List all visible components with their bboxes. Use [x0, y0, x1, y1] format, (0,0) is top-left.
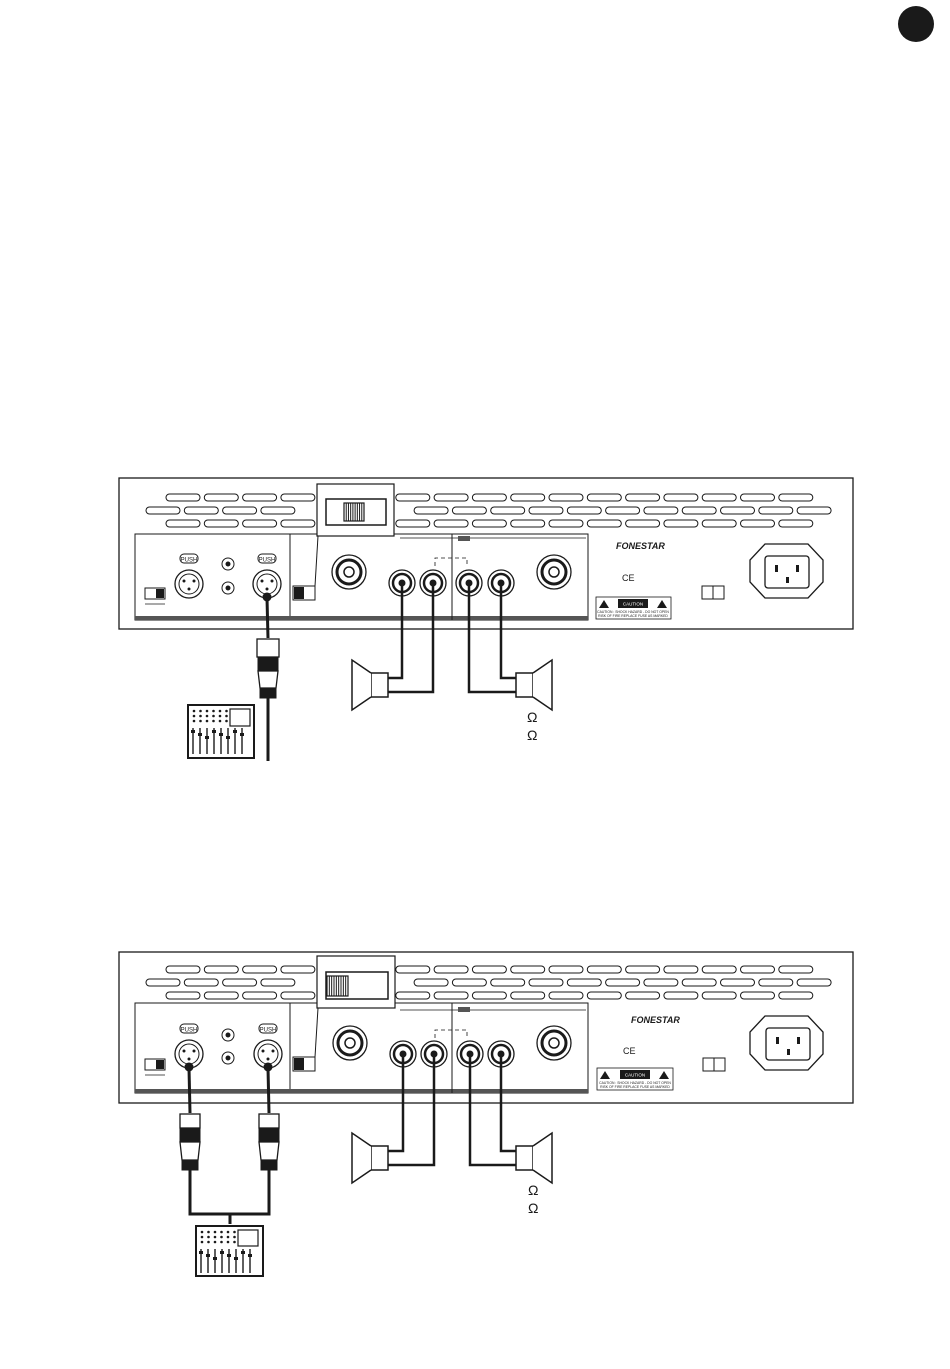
mixer-knob-icon — [225, 710, 228, 713]
mixer-knob-icon — [207, 1236, 210, 1239]
mixer-fader-icon — [199, 1251, 203, 1254]
mixer-knob-icon — [214, 1236, 217, 1239]
speaker-left-icon — [352, 660, 388, 710]
speakon-output-ch1 — [332, 555, 366, 589]
mixer-fader-icon — [212, 730, 216, 733]
connection-diagram-1: PUSH PUSH FONESTAR CE CAUTION — [0, 476, 950, 766]
caution-label: CAUTION CAUTION : SHOCK HAZARD - DO NOT … — [597, 1068, 673, 1090]
mixer-knob-icon — [220, 1231, 223, 1234]
mixer-knob-icon — [227, 1236, 230, 1239]
speaker-left-icon — [352, 1133, 388, 1183]
mixer-knob-icon — [233, 1236, 236, 1239]
speakon-output-ch2 — [537, 1026, 571, 1060]
speakon-output-ch2 — [537, 555, 571, 589]
mixer-knob-icon — [220, 1236, 223, 1239]
mixer-knob-icon — [212, 715, 215, 718]
mixer-knob-icon — [233, 1241, 236, 1244]
panel-bottom-bar — [135, 616, 588, 620]
speaker-right-icon — [516, 660, 552, 710]
mixer-knob-icon — [201, 1236, 204, 1239]
mixer-console-icon — [196, 1226, 263, 1276]
page-marker-dot — [898, 6, 934, 42]
svg-text:CAUTION: CAUTION — [623, 602, 643, 607]
mixer-fader-icon — [227, 1254, 231, 1257]
mixer-knob-icon — [233, 1231, 236, 1234]
panel-bottom-bar — [135, 1089, 588, 1093]
mixer-fader-icon — [205, 736, 209, 739]
svg-text:PUSH: PUSH — [260, 1028, 277, 1034]
mixer-fader-icon — [240, 733, 244, 736]
mixer-fader-icon — [248, 1254, 252, 1257]
connection-diagram-2: PUSH PUSH FONESTAR CE CAUTION CAUTION : — [0, 950, 950, 1280]
mixer-fader-icon — [234, 1257, 238, 1260]
power-switch — [702, 586, 724, 599]
mixer-knob-icon — [220, 1241, 223, 1244]
mixer-knob-icon — [199, 710, 202, 713]
speaker-right-icon — [516, 1133, 552, 1183]
mixer-console-icon — [188, 705, 254, 758]
iec-power-inlet — [750, 1016, 823, 1070]
mixer-knob-icon — [227, 1241, 230, 1244]
mixer-knob-icon — [193, 720, 196, 723]
svg-text:PUSH: PUSH — [181, 558, 198, 564]
ce-mark: CE — [622, 573, 635, 583]
mixer-knob-icon — [206, 710, 209, 713]
svg-text:CAUTION: CAUTION — [625, 1073, 645, 1078]
mixer-fader-icon — [219, 733, 223, 736]
mixer-knob-icon — [207, 1241, 210, 1244]
mixer-knob-icon — [227, 1231, 230, 1234]
iec-power-inlet — [750, 544, 823, 598]
mixer-fader-icon — [213, 1257, 217, 1260]
mixer-knob-icon — [214, 1231, 217, 1234]
mixer-knob-icon — [193, 715, 196, 718]
mixer-knob-icon — [225, 720, 228, 723]
mixer-fader-icon — [241, 1251, 245, 1254]
mixer-fader-icon — [206, 1254, 210, 1257]
mixer-knob-icon — [225, 715, 228, 718]
mixer-knob-icon — [206, 720, 209, 723]
mixer-knob-icon — [219, 715, 222, 718]
impedance-symbol-2: Ω — [528, 1200, 538, 1216]
power-switch — [703, 1058, 725, 1071]
mixer-knob-icon — [201, 1231, 204, 1234]
mixer-knob-icon — [199, 720, 202, 723]
brand-logo: FONESTAR — [631, 1015, 680, 1025]
svg-text:RISK OF FIRE REPLACE FUSE AS M: RISK OF FIRE REPLACE FUSE AS MARKED — [598, 614, 668, 618]
brand-logo: FONESTAR — [616, 541, 665, 551]
mixer-knob-icon — [212, 720, 215, 723]
mixer-knob-icon — [214, 1241, 217, 1244]
mixer-knob-icon — [219, 720, 222, 723]
speakon-output-ch1 — [333, 1026, 367, 1060]
mixer-fader-icon — [220, 1251, 224, 1254]
mixer-knob-icon — [212, 710, 215, 713]
caution-label: CAUTION CAUTION : SHOCK HAZARD - DO NOT … — [596, 597, 671, 619]
mixer-fader-icon — [191, 730, 195, 733]
svg-text:PUSH: PUSH — [181, 1028, 198, 1034]
mixer-fader-icon — [233, 730, 237, 733]
mixer-knob-icon — [199, 715, 202, 718]
y-split-cable — [190, 1170, 269, 1224]
impedance-symbol-2: Ω — [527, 727, 537, 743]
amplifier-rear-panel — [119, 952, 853, 1103]
mixer-knob-icon — [206, 715, 209, 718]
svg-text:PUSH: PUSH — [259, 558, 276, 564]
ce-mark: CE — [623, 1046, 636, 1056]
impedance-symbol-1: Ω — [528, 1182, 538, 1198]
mixer-fader-icon — [226, 736, 230, 739]
mixer-knob-icon — [193, 710, 196, 713]
mixer-knob-icon — [219, 710, 222, 713]
svg-text:RISK OF FIRE REPLACE FUSE AS M: RISK OF FIRE REPLACE FUSE AS MARKED — [600, 1085, 670, 1089]
mixer-knob-icon — [201, 1241, 204, 1244]
impedance-symbol-1: Ω — [527, 709, 537, 725]
mixer-fader-icon — [198, 733, 202, 736]
mixer-knob-icon — [207, 1231, 210, 1234]
